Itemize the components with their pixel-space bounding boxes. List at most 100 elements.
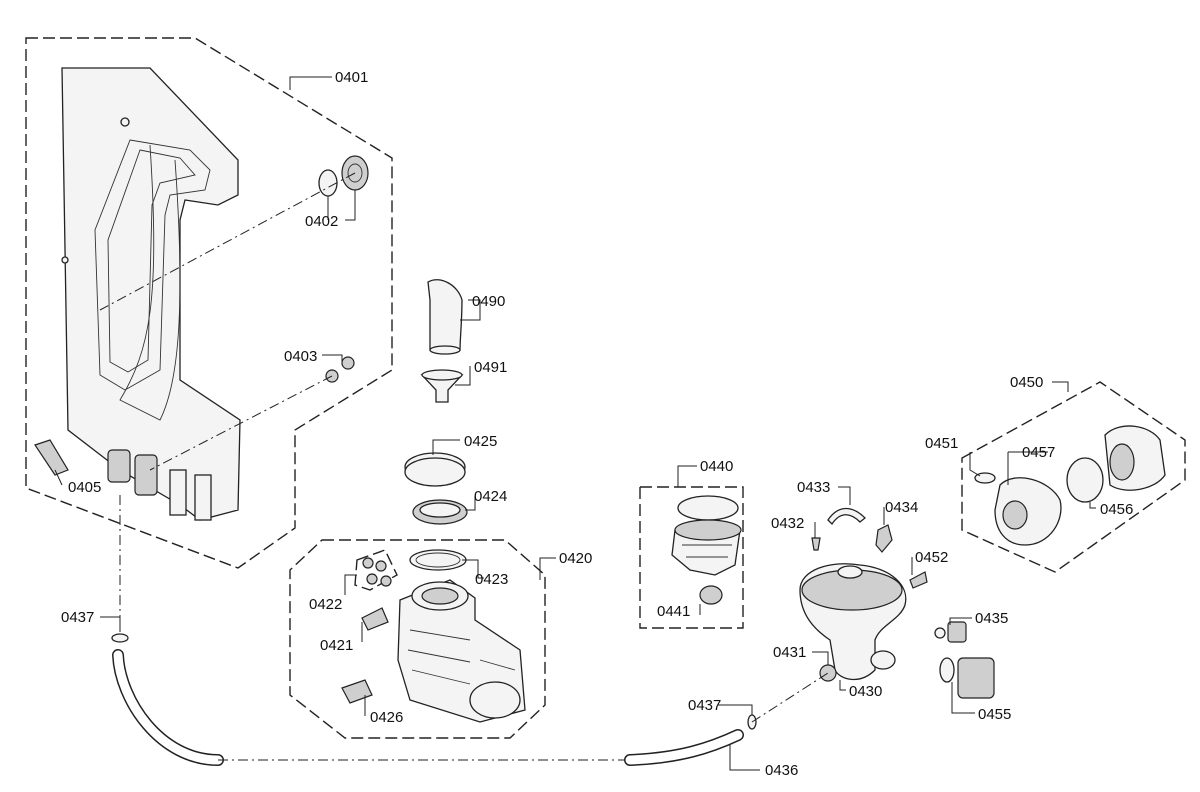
seal-ring-0402 bbox=[318, 169, 338, 197]
nut-0431 bbox=[819, 664, 837, 682]
leader-0424 bbox=[465, 496, 476, 511]
drain-hose-right-inner bbox=[625, 730, 743, 765]
heater-0440-top bbox=[674, 519, 742, 541]
sensor-0426 bbox=[341, 679, 373, 704]
callout-0491: 0491 bbox=[474, 359, 507, 376]
leader-0430 bbox=[839, 680, 846, 691]
gasket-0440 bbox=[677, 495, 739, 521]
ring-0424-inner bbox=[419, 502, 461, 518]
base-tray-channel bbox=[94, 139, 211, 391]
callout-0421: 0421 bbox=[320, 637, 353, 654]
leader-0440 bbox=[677, 465, 697, 487]
group-0450-outline bbox=[961, 381, 1186, 573]
callout-0452: 0452 bbox=[915, 549, 948, 566]
callout-0437-left: 0437 bbox=[61, 609, 94, 626]
callout-0450: 0450 bbox=[1010, 374, 1043, 391]
cap-0422a bbox=[362, 557, 374, 569]
filter-0441 bbox=[699, 585, 723, 605]
base-tray-port-2 bbox=[134, 454, 158, 496]
base-tray-hole-2 bbox=[61, 256, 69, 264]
leader-0422 bbox=[344, 574, 357, 595]
cover-0425-rim bbox=[404, 457, 466, 487]
callout-0420: 0420 bbox=[559, 550, 592, 567]
group-0440 bbox=[639, 486, 744, 629]
cap-0422c bbox=[366, 573, 378, 585]
axis-line-0437-right bbox=[751, 672, 829, 723]
callout-0437-right: 0437 bbox=[688, 697, 721, 714]
group-0401 bbox=[25, 37, 393, 569]
check-valve-0434 bbox=[875, 524, 893, 553]
leader-0450 bbox=[1052, 381, 1069, 392]
leader-0403 bbox=[322, 354, 343, 365]
callout-0431: 0431 bbox=[773, 644, 806, 661]
pump-motor-0450-hub bbox=[1109, 443, 1135, 481]
callout-0422: 0422 bbox=[309, 596, 342, 613]
leader-0455 bbox=[951, 682, 975, 714]
callout-0425: 0425 bbox=[464, 433, 497, 450]
leader-0420 bbox=[539, 557, 556, 580]
clip-0452 bbox=[909, 571, 928, 589]
cap-0422b bbox=[375, 560, 387, 572]
group-0420-outline bbox=[289, 539, 546, 739]
callout-0436: 0436 bbox=[765, 762, 798, 779]
o-ring-0435 bbox=[934, 627, 946, 639]
callout-0440: 0440 bbox=[700, 458, 733, 475]
heater-0440-ribs bbox=[682, 544, 732, 558]
base-tray-tube bbox=[119, 144, 181, 421]
cap-0422d bbox=[380, 575, 392, 587]
leader-0457 bbox=[1007, 451, 1048, 485]
leader-0423 bbox=[462, 559, 484, 579]
sensor-0435 bbox=[947, 621, 967, 643]
callout-0401: 0401 bbox=[335, 69, 368, 86]
sump-neck-inner bbox=[421, 587, 459, 605]
bracket-0421 bbox=[361, 607, 389, 631]
base-tray-channel-inner bbox=[107, 149, 196, 373]
leader-0431 bbox=[812, 651, 829, 665]
base-tray-foot-2 bbox=[194, 474, 212, 521]
pump-outlet-0430 bbox=[870, 650, 896, 670]
gasket-0456 bbox=[1066, 457, 1104, 503]
leader-0490 bbox=[460, 299, 481, 321]
callout-0423: 0423 bbox=[475, 571, 508, 588]
group-0450 bbox=[961, 381, 1186, 573]
funnel-0490-bottom bbox=[429, 345, 461, 355]
sump-outlet bbox=[469, 681, 521, 719]
callout-0403: 0403 bbox=[284, 348, 317, 365]
clip-0405 bbox=[34, 439, 69, 476]
base-tray-hole bbox=[120, 117, 130, 127]
axis-line-0403 bbox=[149, 375, 333, 471]
fitting-0403b bbox=[341, 356, 355, 370]
callout-0434: 0434 bbox=[885, 499, 918, 516]
base-tray-foot bbox=[169, 469, 187, 516]
callout-0433: 0433 bbox=[797, 479, 830, 496]
callout-0457: 0457 bbox=[1022, 444, 1055, 461]
group-0440-outline bbox=[639, 486, 744, 629]
seal-disc-inner-0402 bbox=[347, 163, 363, 183]
leader-0437b bbox=[718, 704, 753, 715]
callout-0456: 0456 bbox=[1100, 501, 1133, 518]
callout-0435: 0435 bbox=[975, 610, 1008, 627]
o-ring-0437-left bbox=[111, 633, 129, 643]
leader-0437a bbox=[100, 616, 121, 632]
leader-0401 bbox=[289, 76, 332, 90]
base-tray bbox=[61, 67, 241, 521]
gasket-0423-inner bbox=[415, 552, 461, 568]
callout-0441: 0441 bbox=[657, 603, 690, 620]
screw-0432 bbox=[811, 537, 821, 551]
leader-0405 bbox=[54, 469, 63, 486]
pump-motor-0455 bbox=[957, 657, 995, 699]
group-0401-outline bbox=[25, 37, 393, 569]
leader-0435 bbox=[949, 617, 972, 625]
leader-0491 bbox=[455, 366, 471, 386]
leader-0425 bbox=[432, 439, 460, 455]
callout-0402: 0402 bbox=[305, 213, 338, 230]
callout-0455: 0455 bbox=[978, 706, 1011, 723]
leader-0433 bbox=[838, 486, 851, 505]
callout-0451: 0451 bbox=[925, 435, 958, 452]
leader-0451 bbox=[969, 452, 981, 477]
axis-line-0402 bbox=[99, 172, 356, 311]
callout-0405: 0405 bbox=[68, 479, 101, 496]
callout-0426: 0426 bbox=[370, 709, 403, 726]
leader-0402 bbox=[327, 190, 356, 221]
